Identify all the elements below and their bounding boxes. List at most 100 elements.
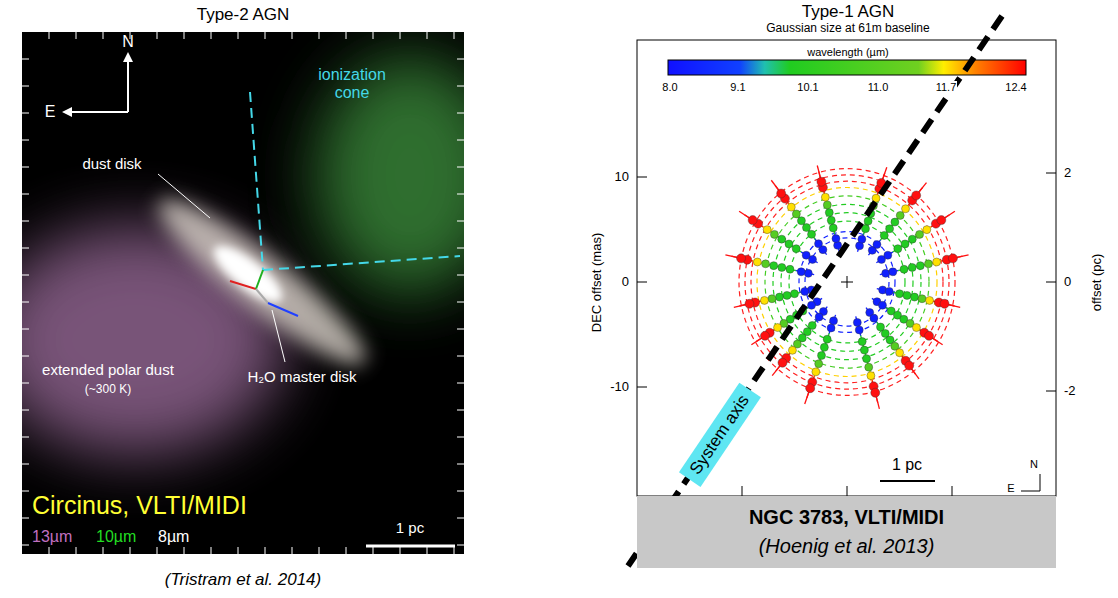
tick-mark: [457, 518, 464, 519]
tick-mark: [319, 32, 320, 39]
data-point: [918, 295, 926, 303]
band-label: 8µm: [158, 528, 189, 546]
tick-mark: [22, 437, 29, 438]
size-ellipse: [757, 188, 937, 377]
tick-mark: [238, 32, 239, 39]
size-ellipse: [739, 169, 955, 396]
data-point: [948, 254, 957, 263]
tick-mark: [265, 547, 266, 554]
size-ellipse: [781, 213, 913, 352]
data-point: [858, 338, 866, 346]
data-point: [815, 240, 823, 248]
data-point: [925, 331, 934, 340]
data-point: [792, 210, 800, 218]
data-point: [926, 296, 934, 304]
data-point: [778, 263, 786, 271]
data-point: [815, 360, 823, 368]
tick-mark: [319, 547, 320, 554]
band-label: 10µm: [96, 528, 136, 546]
tick-mark: [22, 248, 29, 249]
tick-mark: [457, 383, 464, 384]
data-point: [880, 231, 888, 239]
compass-label: N: [1030, 458, 1038, 471]
data-point: [768, 295, 776, 303]
data-point: [737, 254, 746, 263]
tick-mark: [22, 86, 29, 87]
data-point: [770, 262, 778, 270]
data-point: [792, 245, 800, 253]
error-bar: [771, 180, 785, 198]
axis-title: DEC offset (mas): [591, 232, 606, 331]
data-point: [817, 177, 826, 186]
colorbar-tick: 11.7: [935, 81, 958, 94]
data-point: [763, 226, 771, 234]
tick-mark: [457, 545, 464, 546]
data-point: [820, 343, 828, 351]
data-point: [864, 217, 872, 225]
error-bar: [922, 226, 932, 233]
size-ellipse: [745, 175, 949, 389]
tick-mark: [427, 32, 428, 39]
data-point: [916, 230, 924, 238]
data-point: [912, 324, 920, 332]
tick-mark: [22, 410, 29, 411]
feature-label: dust disk: [82, 155, 141, 172]
error-bar: [912, 183, 926, 201]
image-title: Circinus, VLTI/MIDI: [32, 491, 247, 520]
data-point: [912, 191, 921, 200]
tick-mark: [457, 113, 464, 114]
data-point: [902, 205, 910, 213]
colorbar-tick: 9.1: [730, 81, 745, 94]
tick-mark: [49, 547, 50, 554]
tick-mark: [103, 32, 104, 39]
tick-mark: [49, 32, 50, 39]
data-point: [830, 317, 838, 325]
data-point: [827, 324, 835, 332]
tick-mark: [457, 275, 464, 276]
data-point: [896, 211, 904, 219]
tick-mark: [457, 302, 464, 303]
data-point: [787, 203, 795, 211]
tick-mark: [457, 140, 464, 141]
data-point: [916, 262, 924, 270]
data-point: [832, 235, 840, 243]
data-point: [879, 301, 887, 309]
data-point: [823, 201, 831, 209]
data-point: [786, 265, 794, 273]
data-point: [788, 346, 796, 354]
data-point: [903, 291, 911, 299]
colorbar-tick: 10.1: [797, 81, 818, 94]
data-point: [821, 193, 829, 201]
data-point: [940, 299, 949, 308]
compass-label: E: [1007, 482, 1014, 495]
data-point: [827, 216, 835, 224]
compass-label: E: [45, 103, 56, 121]
tick-mark: [400, 547, 401, 554]
tick-mark: [22, 491, 29, 492]
tick-mark: [373, 32, 374, 39]
axis-tick: 10: [615, 170, 629, 185]
size-ellipse: [805, 238, 889, 326]
data-point: [886, 225, 894, 233]
plot-subtitle: Gaussian size at 61m baseline: [766, 22, 929, 36]
tick-mark: [76, 32, 77, 39]
feature-label: extended polar dust: [42, 361, 174, 378]
data-point: [894, 245, 902, 253]
data-point: [762, 260, 770, 268]
data-point: [924, 260, 932, 268]
tick-mark: [292, 32, 293, 39]
box-text: (Hoenig et al. 2013): [647, 535, 1046, 558]
tick-mark: [22, 167, 29, 168]
data-point: [770, 230, 778, 238]
data-point: [882, 269, 890, 277]
size-ellipse: [751, 181, 943, 383]
tick-mark: [157, 32, 158, 39]
scale-label: 1 pc: [396, 519, 424, 536]
data-point: [777, 189, 786, 198]
tick-mark: [457, 356, 464, 357]
tick-mark: [22, 383, 29, 384]
tick-mark: [22, 59, 29, 60]
colorbar-tick: 8.0: [662, 81, 677, 94]
size-ellipse: [765, 196, 929, 368]
data-point: [775, 293, 783, 301]
